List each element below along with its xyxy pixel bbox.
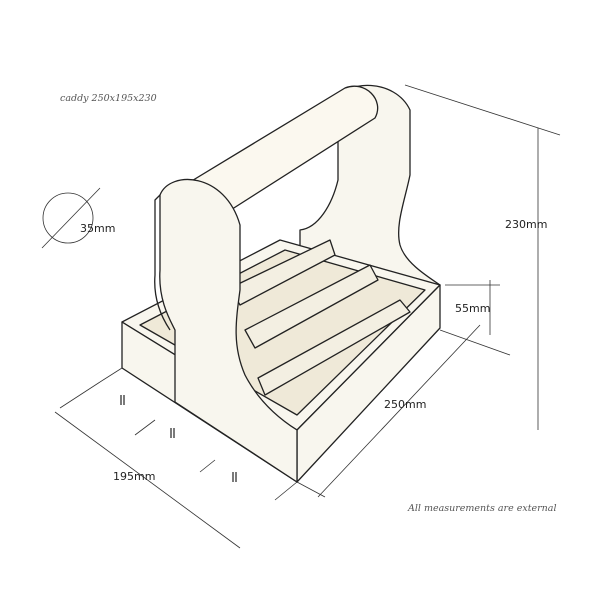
length-label: 250mm bbox=[384, 398, 427, 411]
title-label: caddy 250x195x230 bbox=[60, 93, 157, 104]
dowel-diameter-line bbox=[41, 187, 101, 249]
length-dim-line bbox=[317, 324, 481, 498]
tick-marks bbox=[120, 395, 237, 482]
dowel-diameter-circle bbox=[42, 192, 94, 244]
divider-3 bbox=[257, 299, 411, 396]
side-height-label: 55mm bbox=[455, 302, 491, 315]
divider-2 bbox=[244, 264, 379, 349]
height-label: 230mm bbox=[505, 218, 548, 231]
front-upright-edge bbox=[154, 194, 171, 331]
front-upright bbox=[159, 178, 298, 483]
width-label: 195mm bbox=[113, 470, 156, 483]
dowel-diameter-label: 35mm bbox=[80, 222, 116, 235]
width-dim-line bbox=[54, 411, 241, 549]
handle-dowel bbox=[184, 85, 379, 221]
measurement-note: All measurements are external bbox=[408, 503, 557, 514]
